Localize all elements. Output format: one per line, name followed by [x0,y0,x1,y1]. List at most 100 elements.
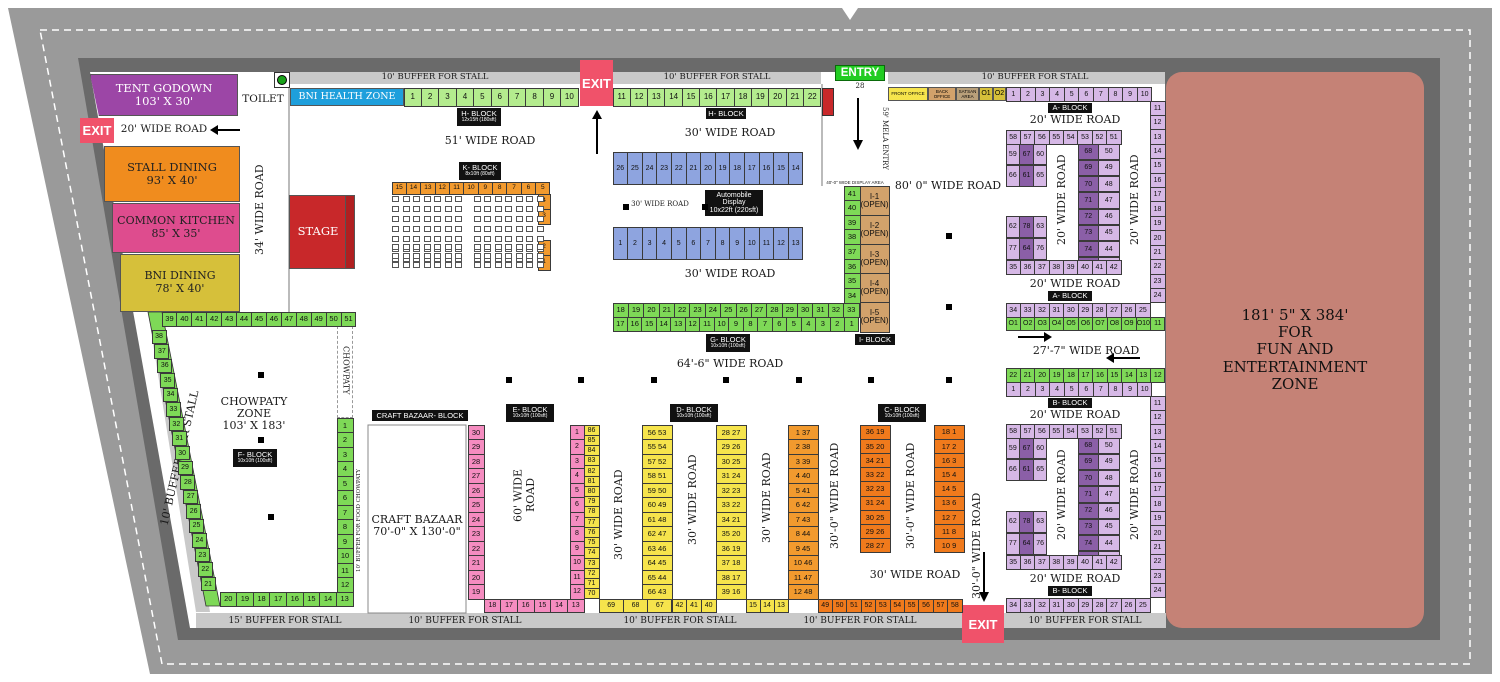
stall-e-col-a-5[interactable]: 25 [467,497,485,513]
stall-f-top-1[interactable]: 40 [176,311,193,327]
stall-a-open-7[interactable]: O8 [1106,316,1123,331]
stall-bottom-row-c-4[interactable]: 53 [875,598,891,613]
stall-c-col-a-8[interactable]: 9 45 [787,540,819,556]
stall-a-right-11[interactable]: 22 [1149,259,1166,275]
stall-a-q1-top-1[interactable]: 57 [1019,129,1036,145]
stall-f-diag-14[interactable]: 24 [191,533,207,548]
stall-b-bottom-8[interactable]: 26 [1120,597,1137,613]
stall-i-col-2[interactable]: I-3 (OPEN) [859,243,890,275]
stall-f-right-6[interactable]: 7 [336,504,354,520]
stall-b-bottom-6[interactable]: 28 [1091,597,1108,613]
stall-g-col-4[interactable]: 37 [843,244,861,260]
stall-b-q2-left-0[interactable]: 62 [1005,510,1021,533]
stall-a-right-4[interactable]: 15 [1149,158,1166,174]
stall-b-top2-0[interactable]: 1 [1005,381,1022,397]
stall-a-q1-right-0[interactable]: 68 [1077,143,1099,160]
stall-bottom-row-e-4[interactable]: 14 [550,598,568,613]
stall-bottom-row-e-5[interactable]: 13 [566,598,585,613]
stall-a-bottom-9[interactable]: 25 [1135,302,1151,318]
stall-a-top-0[interactable]: 1 [1005,86,1022,102]
stall-f-diag-17[interactable]: 21 [200,576,216,592]
stall-auto-row-2-12[interactable]: 13 [787,226,804,260]
stall-a-q1-left-4[interactable]: 61 [1019,165,1034,187]
stall-bottom-row-c-8[interactable]: 57 [932,598,949,613]
stall-b-q1-top-4[interactable]: 54 [1063,423,1079,439]
stall-b-top2-1[interactable]: 2 [1020,381,1036,397]
stall-a-q1-top-0[interactable]: 58 [1005,129,1021,145]
stall-b-right-10[interactable]: 21 [1149,539,1166,556]
stall-g-row-1-0[interactable]: 18 [612,302,629,318]
stall-auto-row-1-12[interactable]: 14 [787,151,804,185]
stall-c-col-c-0[interactable]: 18 1 [933,424,965,440]
stall-a-right-7[interactable]: 18 [1149,201,1166,217]
stall-a-q2-left-4[interactable]: 64 [1019,237,1034,260]
stall-d-col-a-5[interactable]: 60 49 [641,497,673,513]
stall-f-diag-0[interactable]: 38 [151,329,167,345]
stall-a-bottom-1[interactable]: 33 [1019,302,1036,318]
stall-k-row-5[interactable]: 10 [463,181,479,195]
stall-g-row-2-3[interactable]: 14 [655,316,672,332]
stall-b-q2-bottom-7[interactable]: 42 [1106,554,1122,570]
stall-a-bottom-4[interactable]: 30 [1063,302,1079,318]
stall-a-right-9[interactable]: 20 [1149,230,1166,246]
stall-b-q1-right-8[interactable]: 72 [1077,502,1099,519]
stall-g-row-2-0[interactable]: 17 [612,316,628,332]
stall-e-col-b-0[interactable]: 1 [569,424,585,440]
stall-b-right-0[interactable]: 11 [1149,395,1166,411]
stall-f-diag-1[interactable]: 37 [154,344,170,359]
stall-b-q2-bottom-4[interactable]: 39 [1063,554,1079,570]
stall-a-q1-top-4[interactable]: 54 [1063,129,1079,145]
stall-g-row-2-14[interactable]: 3 [815,316,831,332]
stall-h-row-1-3[interactable]: 4 [455,87,475,107]
stall-b-bottom-2[interactable]: 32 [1034,597,1050,613]
stall-c-col-a-1[interactable]: 2 38 [787,439,819,455]
stall-h-row-2-1[interactable]: 12 [629,87,649,107]
stall-a-q1-left-5[interactable]: 65 [1032,165,1048,187]
stall-bottom-row-d-1[interactable]: 68 [622,598,649,613]
stall-a-top-4[interactable]: 5 [1063,86,1080,102]
stall-h-row-2-6[interactable]: 17 [716,87,735,107]
stall-k-row-4[interactable]: 11 [448,181,465,195]
stall-a-q1-right-9[interactable]: 46 [1098,208,1120,225]
stall-b-q1-top-5[interactable]: 53 [1077,423,1093,439]
stall-a-open-2[interactable]: O3 [1034,316,1050,331]
stall-c-col-c-7[interactable]: 11 8 [933,524,965,540]
stall-c-col-c-5[interactable]: 13 6 [933,495,965,511]
stall-auto-row-1-2[interactable]: 24 [641,151,658,185]
stall-h-row-2-7[interactable]: 18 [733,87,753,107]
stall-auto-row-1-1[interactable]: 25 [627,151,643,185]
stall-bottom-row-d2-0[interactable]: 42 [671,598,688,613]
stall-auto-row-2-6[interactable]: 7 [700,226,716,260]
stall-g-row-1-3[interactable]: 21 [658,302,675,318]
stall-a-q1-right-8[interactable]: 72 [1077,208,1099,225]
stall-b-q2-bottom-3[interactable]: 38 [1048,554,1064,570]
stall-b-q1-right-11[interactable]: 45 [1098,518,1120,535]
stall-e-col-b-6[interactable]: 7 [569,511,585,527]
stall-a-bottom-2[interactable]: 32 [1034,302,1050,318]
stall-b-q1-right-5[interactable]: 48 [1098,470,1120,487]
stall-c-col-c-6[interactable]: 12 7 [933,509,965,526]
stall-k-row-8[interactable]: 7 [506,181,522,195]
stall-b-top-7[interactable]: 15 [1106,367,1123,383]
stall-e-col-b-3[interactable]: 4 [569,468,585,484]
stall-a-q1-right-3[interactable]: 49 [1098,159,1120,176]
stall-g-col-6[interactable]: 35 [843,273,861,289]
stall-d-col-a-6[interactable]: 61 48 [641,511,673,527]
stall-b-right-12[interactable]: 23 [1149,568,1166,584]
stall-d-col-b-0[interactable]: 28 27 [715,424,747,440]
stall-a-q2-bottom-6[interactable]: 41 [1091,259,1108,275]
stall-h-row-1-4[interactable]: 5 [473,87,492,107]
stall-auto-row-1-8[interactable]: 18 [729,151,745,185]
stall-g-row-2-4[interactable]: 13 [670,316,686,332]
stall-c-col-b-7[interactable]: 29 26 [859,524,891,540]
stall-g-row-1-12[interactable]: 30 [797,302,814,318]
stall-k-row-0[interactable]: 15 [391,181,407,195]
stall-a-bottom-3[interactable]: 31 [1048,302,1065,318]
stall-g-row-2-6[interactable]: 11 [699,316,715,332]
stall-e-col-a-11[interactable]: 19 [467,584,485,600]
stall-g-row-2-7[interactable]: 10 [713,316,730,332]
stall-i-col-1[interactable]: I-2 (OPEN) [859,214,890,245]
stall-b-q1-right-10[interactable]: 73 [1077,518,1099,535]
stall-a-top-9[interactable]: 10 [1136,86,1153,102]
stall-d-col-b-9[interactable]: 37 18 [715,555,747,571]
